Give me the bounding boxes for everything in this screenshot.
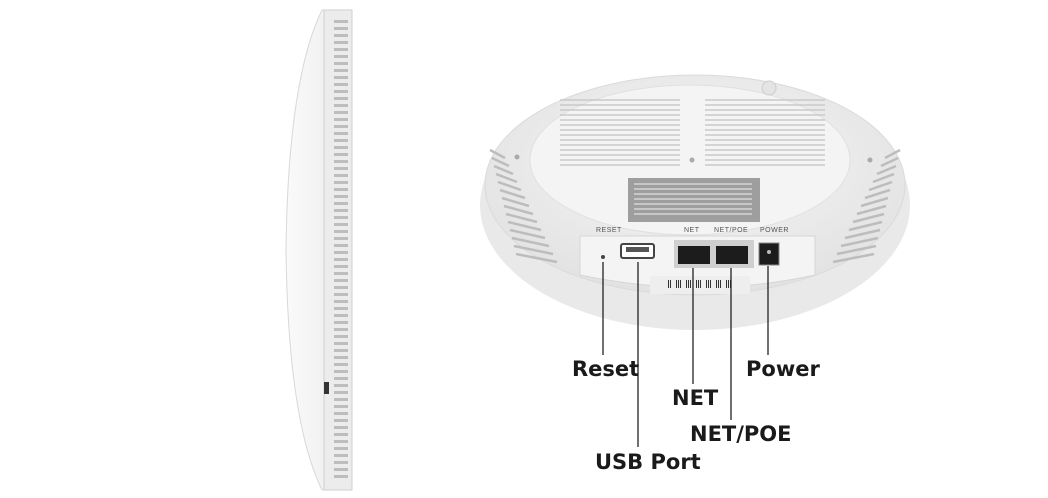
product-sticker bbox=[628, 178, 760, 222]
usb-port-callout: USB Port bbox=[595, 450, 701, 474]
bottom-view-device: RESET NET NET/POE POWER bbox=[480, 74, 910, 330]
reset-callout: Reset bbox=[572, 357, 640, 381]
leader-lines bbox=[602, 262, 769, 447]
side-view-device bbox=[285, 9, 353, 491]
net-port-label: NET bbox=[684, 227, 700, 234]
side-port bbox=[324, 382, 329, 394]
reset-button[interactable] bbox=[601, 255, 605, 259]
side-vents bbox=[334, 20, 348, 478]
net-poe-port-label: NET/POE bbox=[714, 227, 748, 234]
net-poe-port[interactable] bbox=[716, 246, 748, 264]
net-callout: NET bbox=[672, 386, 719, 410]
net-port[interactable] bbox=[678, 246, 710, 264]
power-port-label: POWER bbox=[760, 227, 789, 234]
power-callout: Power bbox=[746, 357, 820, 381]
top-vents bbox=[560, 99, 825, 166]
rim-vents bbox=[489, 148, 901, 264]
reset-port-label: RESET bbox=[596, 227, 622, 234]
net-poe-callout: NET/POE bbox=[690, 422, 792, 446]
barcode bbox=[668, 280, 731, 288]
